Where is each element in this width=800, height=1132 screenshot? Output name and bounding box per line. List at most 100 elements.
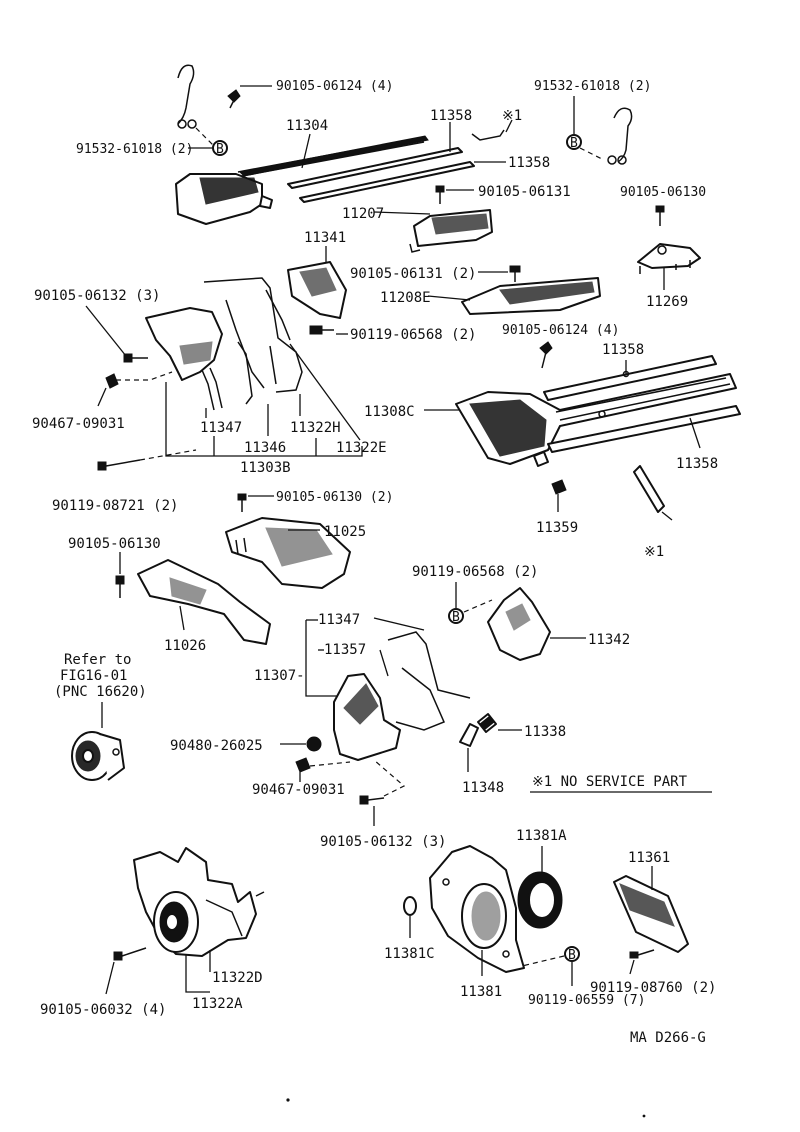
leader-dashed [373, 759, 406, 797]
leader-dashed [309, 761, 351, 767]
scan-speck [642, 1114, 646, 1118]
label-90119-06568-a: 90119-06568 (2) [350, 327, 476, 343]
label-90467-09031-a: 90467-09031 [32, 416, 125, 432]
ref-b-mid: B [452, 610, 460, 625]
scan-speck [286, 1098, 290, 1102]
mark-top: ※1 [502, 108, 522, 124]
ref-b-low: B [568, 948, 576, 963]
plate-11269 [637, 243, 701, 274]
label-90105-06130-right: 90105-06130 [620, 185, 706, 200]
no-service-part-note: ※1 NO SERVICE PART [532, 774, 688, 790]
label-11304: 11304 [286, 118, 328, 134]
bracket-11307 [305, 620, 340, 697]
label-11381: 11381 [460, 984, 502, 1000]
label-90119-06568-b: 90119-06568 (2) [412, 564, 538, 580]
timing-cover-11322a [133, 847, 265, 957]
gasket-11322e [265, 289, 291, 341]
cover-11341 [287, 261, 347, 319]
label-90105-06131-b: 90105-06131 (2) [350, 266, 476, 282]
refer-line-3: (PNC 16620) [54, 684, 147, 700]
cover-11207 [409, 209, 493, 253]
label-11322e: 11322E [336, 440, 387, 456]
label-90105-06130-c: 90105-06130 [68, 536, 161, 552]
label-90105-06131-a: 90105-06131 [478, 184, 571, 200]
bolt-90105-06131-a [435, 185, 445, 204]
bolt-90119-08721 [97, 459, 141, 471]
label-11381c: 11381C [384, 946, 435, 962]
bolt-90105-06132-a [123, 353, 148, 363]
leader-dashed [116, 371, 173, 381]
label-91532-61018-left: 91532-61018 (2) [76, 142, 193, 157]
ref-circle-b-left [212, 140, 228, 156]
ref-b-right: B [570, 136, 578, 151]
gasket-strip-11358-a [287, 147, 475, 203]
bracket-11322a [185, 954, 210, 993]
cover-11208e [461, 277, 601, 315]
label-11358-c: 11358 [602, 342, 644, 358]
bolt-90105-06130-right [655, 205, 665, 226]
label-90480-26025: 90480-26025 [170, 738, 263, 754]
label-11381a: 11381A [516, 828, 567, 844]
label-90105-06124-top: 90105-06124 (4) [276, 79, 393, 94]
label-11348: 11348 [462, 780, 504, 796]
no-service-part-top [471, 129, 505, 141]
label-11358-b: 11358 [508, 155, 550, 171]
ref-circle-b-right [566, 134, 582, 150]
label-11357: 11357 [324, 642, 366, 658]
label-11341: 11341 [304, 230, 346, 246]
label-90105-06132-b: 90105-06132 (3) [320, 834, 446, 850]
clip-11359 [551, 479, 567, 495]
timing-cover-lower-11307 [333, 631, 471, 761]
label-11338: 11338 [524, 724, 566, 740]
bolt-90105-06124 [227, 89, 241, 109]
mark-mid: ※1 [644, 544, 664, 560]
label-90119-08721: 90119-08721 (2) [52, 498, 178, 514]
oil-seal-11381a [517, 871, 563, 929]
washer-90480-26025 [306, 736, 322, 752]
seal-11381c [403, 896, 417, 916]
gasket-strip-11347-a [201, 367, 223, 411]
bolt-90105-06130-c [115, 575, 125, 598]
bolt-90105-06032 [113, 947, 147, 961]
oil-seal-retainer-11381 [429, 845, 525, 973]
label-11307: 11307- [254, 668, 305, 684]
ref-circle-b-low [564, 946, 580, 962]
hook-bracket-right [607, 107, 633, 165]
label-11358-d: 11358 [676, 456, 718, 472]
refer-line-1: Refer to [64, 652, 131, 668]
timing-belt-cover-upper [145, 307, 223, 381]
no-service-part-mid [633, 465, 665, 513]
washer-90467-09031-b [295, 757, 311, 773]
label-11303b: 11303B [240, 460, 291, 476]
refer-line-2: FIG16-01 [60, 668, 127, 684]
label-11322h: 11322H [290, 420, 341, 436]
label-11208e: 11208E [380, 290, 431, 306]
catalog-code: MA D266-G [630, 1030, 706, 1046]
oil-baffle-11025 [225, 517, 351, 589]
label-90105-06032: 90105-06032 (4) [40, 1002, 166, 1018]
label-11269: 11269 [646, 294, 688, 310]
leader-dashed [195, 127, 215, 147]
tensioner-pulley [71, 731, 125, 781]
cylinder-head-cover-11304 [175, 135, 429, 225]
label-90105-06132-a: 90105-06132 (3) [34, 288, 160, 304]
bolt-90119-06568-a [309, 325, 334, 335]
label-11308c: 11308C [364, 404, 415, 420]
cylinder-head-cover-11308c [455, 373, 737, 467]
label-11358-a: 11358 [430, 108, 472, 124]
label-11322a: 11322A [192, 996, 243, 1012]
bracket-11303b [165, 382, 363, 457]
seal-11348 [459, 723, 479, 747]
label-90467-09031-b: 90467-09031 [252, 782, 345, 798]
label-90105-06124-b: 90105-06124 (4) [502, 323, 619, 338]
leader-dashed [579, 147, 605, 161]
label-11361: 11361 [628, 850, 670, 866]
label-11347-b: 11347 [318, 612, 360, 628]
bolt-90105-06132-b [359, 795, 385, 805]
oil-baffle-11026 [137, 559, 271, 645]
gasket-11346 [225, 299, 265, 405]
label-11322d: 11322D [212, 970, 263, 986]
label-90119-06559: 90119-06559 (7) [528, 993, 645, 1008]
plate-11361 [613, 875, 689, 953]
gasket-11322h [203, 277, 303, 393]
